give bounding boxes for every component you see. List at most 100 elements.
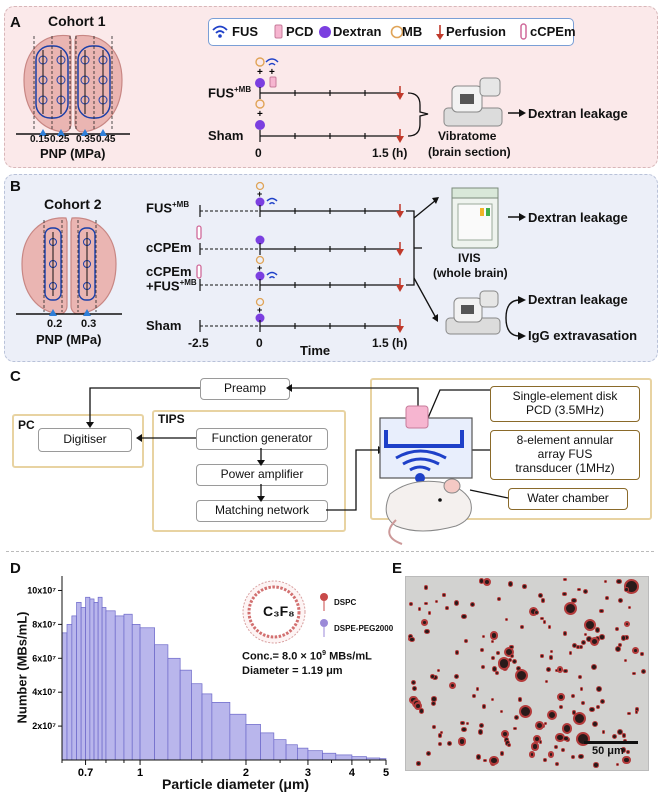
peg-icon: [320, 619, 328, 637]
microbubble-dot: [489, 755, 499, 765]
microbubble-dot: [549, 649, 553, 653]
cohort2-time-label: Time: [300, 343, 331, 358]
cohort1-tend: 1.5 (h): [372, 146, 408, 160]
histogram-bar: [123, 613, 133, 761]
split-arrows: [505, 296, 526, 340]
microbubble-dot: [614, 627, 620, 632]
histogram-bar: [167, 657, 181, 761]
cohort2-pnp-label: PNP (MPa): [36, 332, 102, 347]
panel-b-letter: B: [10, 178, 21, 195]
microbubble-dot: [499, 709, 504, 714]
microbubble-dot: [540, 654, 544, 658]
svg-text:+: +: [257, 263, 262, 273]
cohort2-brain: [16, 217, 122, 316]
microbubble-dot: [409, 602, 414, 607]
microbubble-dot: [490, 655, 495, 660]
microbubble-dot: [538, 740, 542, 744]
microbubble-dot: [570, 693, 575, 698]
microbubble-dot: [500, 751, 505, 756]
microbubble-dot: [601, 730, 606, 734]
microbubble-dot: [417, 607, 422, 611]
arrow-to-dextran-b1: [508, 213, 526, 221]
microbubble-dot: [617, 597, 623, 603]
microbubble-dot: [513, 714, 520, 721]
micrograph: [405, 576, 649, 771]
panel-c-letter: C: [10, 368, 21, 385]
microbubble-dot: [522, 584, 527, 589]
ccpem-icon: [520, 23, 527, 40]
microbubble-dot: [561, 722, 573, 734]
microbubble-dot: [589, 706, 595, 713]
microbubble-dot: [605, 596, 610, 601]
cohort1-row-sham: Sham: [208, 128, 244, 143]
microbubble-dot: [534, 720, 544, 730]
microbubble-dot: [470, 602, 476, 608]
histogram-bar: [93, 601, 99, 761]
microbubble-dot: [571, 754, 576, 759]
cohort1-outcome: Dextran leakage: [528, 106, 628, 121]
x-tick-label: 1: [137, 767, 143, 779]
microbubble-dot: [439, 731, 443, 735]
microbubble-dot: [465, 722, 469, 726]
microbubble-dot: [509, 653, 514, 658]
microbubble-dot: [534, 609, 540, 615]
microbubble-dot: [431, 696, 437, 702]
microbubble-dot: [617, 728, 624, 735]
ivis-icon: [451, 187, 499, 249]
microbubble-dot: [496, 597, 501, 602]
panel-a-letter: A: [10, 14, 21, 31]
cohort2-outcome2a: Dextran leakage: [528, 292, 628, 307]
microbubble-dot: [543, 758, 548, 762]
scalebar-label: 50 μm: [592, 745, 624, 757]
x-tick-label: 2: [243, 767, 249, 779]
microbubble-dot: [471, 694, 476, 698]
microbubble-dot: [540, 598, 546, 604]
tips-frame: [152, 410, 346, 532]
microbubble-dot: [496, 651, 500, 656]
x-tick-label: 5: [383, 767, 389, 779]
microbubble-dot: [621, 733, 626, 738]
microbubble-dot: [519, 624, 524, 629]
microbubble-dot: [556, 666, 564, 674]
fus-line2: array FUS: [537, 447, 593, 462]
microbubble-dot: [622, 756, 631, 765]
setup-frame: [370, 378, 652, 520]
cohort1-pnp-2: 0.35: [76, 134, 96, 145]
microbubble-dot: [583, 618, 597, 632]
microbubble-dot: [501, 729, 510, 738]
cohort2-row-ccpem-fus-1: cCPEm: [146, 264, 192, 279]
x-tick-label: 3: [305, 767, 311, 779]
cohort1-timeline: + + +: [255, 57, 429, 143]
cohort1-pnp-1: 0.25: [50, 134, 70, 145]
microbubble-dot: [478, 722, 485, 729]
microbubble-dot: [436, 668, 440, 672]
separator: [6, 551, 654, 552]
microbubble-dot: [572, 711, 586, 725]
inset-dspc: DSPC: [334, 598, 357, 607]
legend-perfusion: Perfusion: [446, 24, 506, 39]
y-tick-label: 10x10⁷: [27, 585, 56, 595]
wifi-dot-icon: [218, 34, 222, 38]
microbubble-dot: [580, 639, 586, 646]
pc-label: PC: [18, 418, 35, 432]
microbubble-dot: [624, 587, 629, 592]
histogram-bar: [245, 724, 261, 761]
microbubble-dot: [477, 729, 484, 735]
microbubble-dot: [620, 635, 627, 641]
microbubble-dot: [628, 606, 632, 610]
legend-icons: [212, 23, 527, 40]
svg-text:+: +: [257, 189, 262, 199]
microbubble-dot: [497, 657, 511, 670]
microbubble-dot: [555, 762, 560, 767]
microbubble-dot: [533, 734, 541, 743]
microbubble-dot: [515, 669, 529, 683]
legend-mb: MB: [402, 24, 423, 39]
microbubble-dot: [460, 720, 465, 726]
histogram-bar: [105, 610, 116, 761]
microbubble-dot: [616, 579, 622, 585]
microbubble-dot: [614, 646, 621, 653]
histogram-bar: [71, 615, 77, 761]
microbubble-dot: [424, 628, 430, 635]
microbubble-dot: [634, 710, 638, 714]
